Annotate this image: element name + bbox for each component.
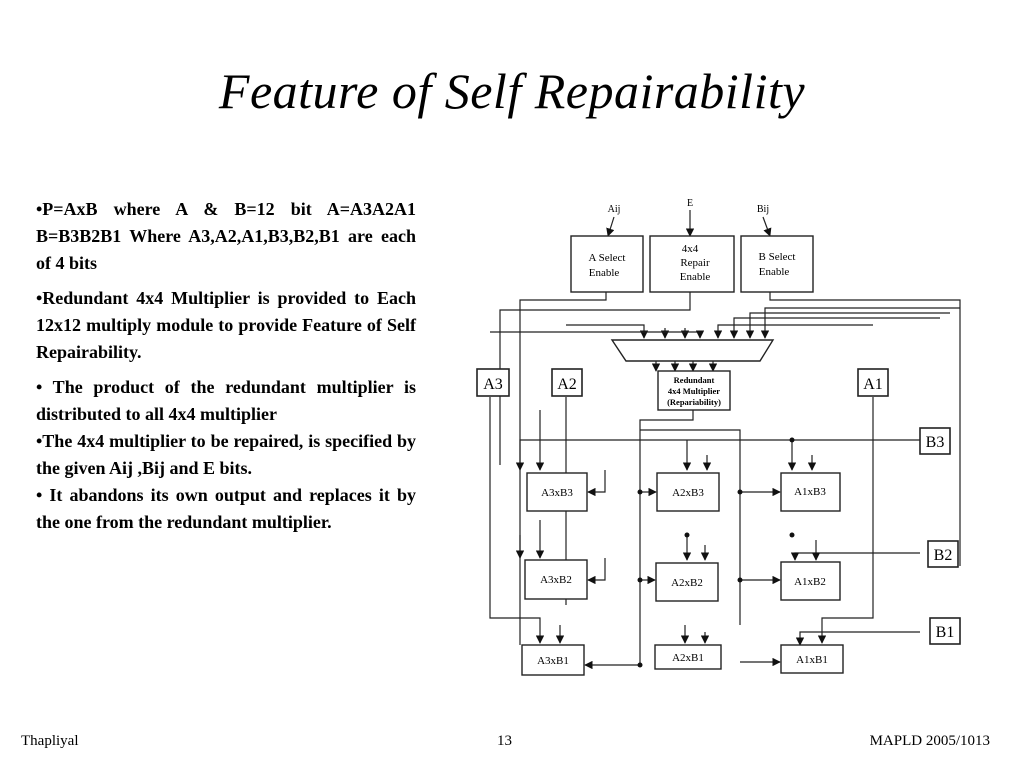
multiplier-a3xb1: [521, 644, 585, 676]
wires: [489, 210, 961, 670]
a-select-label: A Select: [589, 252, 626, 264]
bullet-item: •Redundant 4x4 Multiplier is provided to…: [36, 288, 416, 362]
aij-label: Aij: [608, 204, 621, 215]
a3-box: [476, 368, 510, 397]
multiplier-label: A1xB3: [794, 486, 826, 498]
a2-label: A2: [557, 376, 577, 393]
bullet-item: • The product of the redundant multiplie…: [36, 377, 416, 424]
b1-box: [929, 617, 961, 645]
bij-label: Bij: [757, 204, 769, 215]
repair-4x4-label: 4x4: [682, 243, 699, 255]
redundant-multiplier-box: Redundant 4x4 Multiplier (Repariability): [657, 370, 731, 411]
bullet-list: •P=AxB where A & B=12 bit A=A3A2A1 B=B3B…: [36, 196, 416, 536]
e-label: E: [687, 198, 693, 209]
multiplier-label: A2xB1: [672, 652, 704, 664]
b-select-label: B Select: [759, 251, 796, 263]
b3-box: [919, 427, 951, 455]
a3-label: A3: [483, 376, 503, 393]
b-select-enable-box: B Select Enable: [740, 235, 814, 293]
b-enable-label: Enable: [759, 266, 790, 278]
multiplier-label: A2xB2: [671, 577, 703, 589]
footer-author: Thapliyal: [21, 733, 79, 749]
a-select-enable-box: A Select Enable: [570, 235, 644, 293]
a1-box: [857, 368, 889, 397]
bullet-item: • It abandons its own output and replace…: [36, 485, 416, 532]
multiplier-a2xb3: [656, 472, 720, 512]
multiplier-a2xb1: [654, 644, 722, 670]
multiplier-a1xb3: [780, 472, 841, 512]
footer-page-number: 13: [497, 733, 512, 749]
multiplier-label: A1xB1: [796, 654, 828, 666]
multiplier-label: A3xB1: [537, 655, 569, 667]
multiplier-a3xb3: [526, 472, 588, 512]
repair-enable-box: 4x4 Repair Enable: [649, 235, 735, 293]
b2-label: B2: [934, 547, 953, 564]
a1-label: A1: [863, 376, 883, 393]
multiplier-a2xb2: [655, 562, 719, 602]
b1-label: B1: [936, 624, 955, 641]
junction-dots: [637, 437, 795, 668]
footer-conference: MAPLD 2005/1013: [869, 733, 990, 749]
multiplier-label: A1xB2: [794, 576, 826, 588]
multiplier-label: A2xB3: [672, 487, 704, 499]
repair-enable-label: Enable: [680, 271, 711, 283]
b2-box: [927, 540, 959, 568]
redundant-multiplier-label: 4x4 Multiplier: [668, 386, 720, 396]
multiplier-a3xb2: [524, 559, 588, 600]
a-enable-label: Enable: [589, 267, 620, 279]
bullet-item: •P=AxB where A & B=12 bit A=A3A2A1 B=B3B…: [36, 199, 416, 273]
bullet-item: •The 4x4 multiplier to be repaired, is s…: [36, 431, 416, 478]
multiplexer: [610, 339, 775, 362]
b3-label: B3: [926, 434, 945, 451]
slide-title: Feature of Self Repairability: [218, 63, 806, 119]
multiplier-a1xb2: [780, 561, 841, 601]
repariability-label: (Repariability): [667, 397, 721, 407]
multiplier-label: A3xB3: [541, 487, 573, 499]
a2-box: [551, 368, 583, 397]
redundant-label: Redundant: [674, 375, 715, 385]
multiplier-a1xb1: [780, 644, 844, 674]
repair-label: Repair: [680, 257, 710, 269]
multiplier-label: A3xB2: [540, 574, 572, 586]
